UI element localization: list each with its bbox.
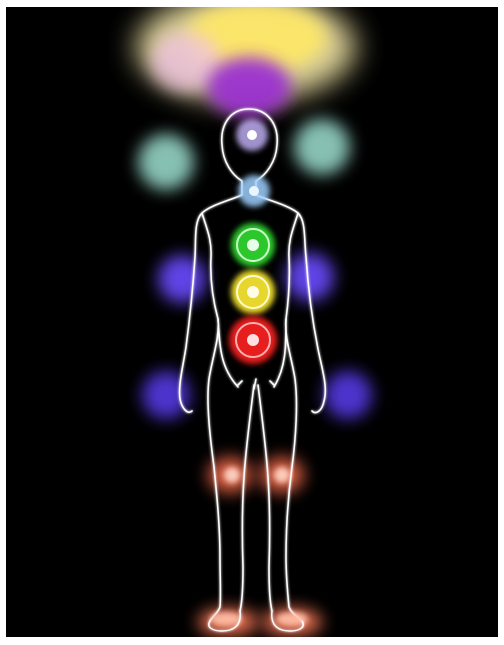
left-hand-glow (142, 371, 190, 419)
left-elbow-glow (158, 255, 206, 303)
right-hand-glow (324, 371, 372, 419)
left-knee-core (224, 467, 240, 483)
crown-glow-violet (207, 57, 291, 117)
sacral-chakra-core (247, 334, 259, 346)
heart-chakra-core (247, 239, 259, 251)
right-shoulder-glow (294, 119, 350, 175)
artwork-frame (6, 7, 498, 637)
right-knee-core (274, 467, 290, 483)
left-shoulder-glow (138, 134, 194, 190)
inner-legs-outline (238, 379, 274, 611)
chakra-points (229, 119, 277, 364)
chakra-figure-illustration (6, 7, 498, 637)
crown-aura (136, 7, 356, 117)
left-foot-core (210, 612, 242, 626)
throat-chakra-core (249, 186, 259, 196)
head-chakra-core (247, 130, 257, 140)
solar-chakra-core (247, 286, 259, 298)
